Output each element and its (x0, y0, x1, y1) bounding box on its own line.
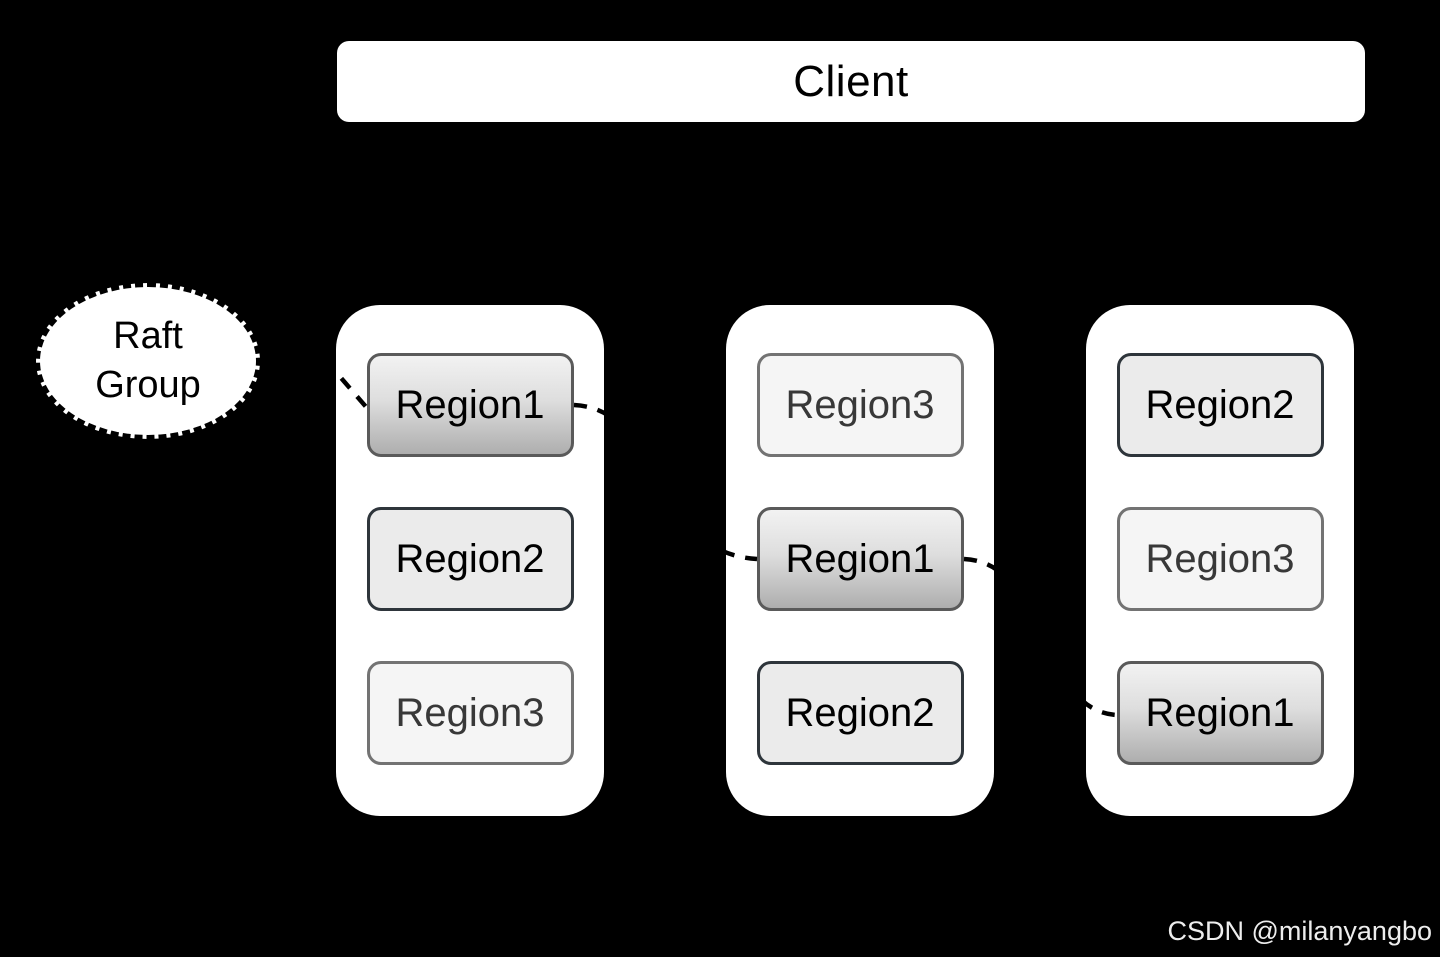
raft-group-ellipse: Raft Group (36, 283, 260, 439)
store-node-1: Region1 Region2 Region3 (336, 305, 604, 816)
store-node-2: Region3 Region1 Region2 (726, 305, 994, 816)
region-box: Region3 (756, 353, 964, 457)
region-label: Region2 (785, 690, 935, 735)
region-label: Region1 (395, 382, 545, 427)
region-box: Region1 (1116, 661, 1324, 765)
store-node-3: Region2 Region3 Region1 (1086, 305, 1354, 816)
region-label: Region1 (785, 536, 935, 581)
watermark-text: CSDN @milanyangbo (1167, 916, 1432, 946)
watermark: CSDN @milanyangbo (1167, 916, 1432, 947)
region-box: Region3 (366, 661, 574, 765)
client-box: Client (337, 41, 1365, 122)
client-label: Client (793, 56, 909, 106)
raft-group-label-line1: Raft (113, 315, 183, 357)
region-label: Region3 (1145, 536, 1295, 581)
region-box: Region2 (366, 507, 574, 611)
region-box: Region1 (366, 353, 574, 457)
region-label: Region2 (395, 536, 545, 581)
region-label: Region3 (395, 690, 545, 735)
region-box: Region2 (1116, 353, 1324, 457)
raft-group-label-line2: Group (95, 364, 201, 406)
region-box: Region3 (1116, 507, 1324, 611)
region-label: Region2 (1145, 382, 1295, 427)
region-box: Region1 (756, 507, 964, 611)
region-box: Region2 (756, 661, 964, 765)
region-label: Region1 (1145, 690, 1295, 735)
region-label: Region3 (785, 382, 935, 427)
